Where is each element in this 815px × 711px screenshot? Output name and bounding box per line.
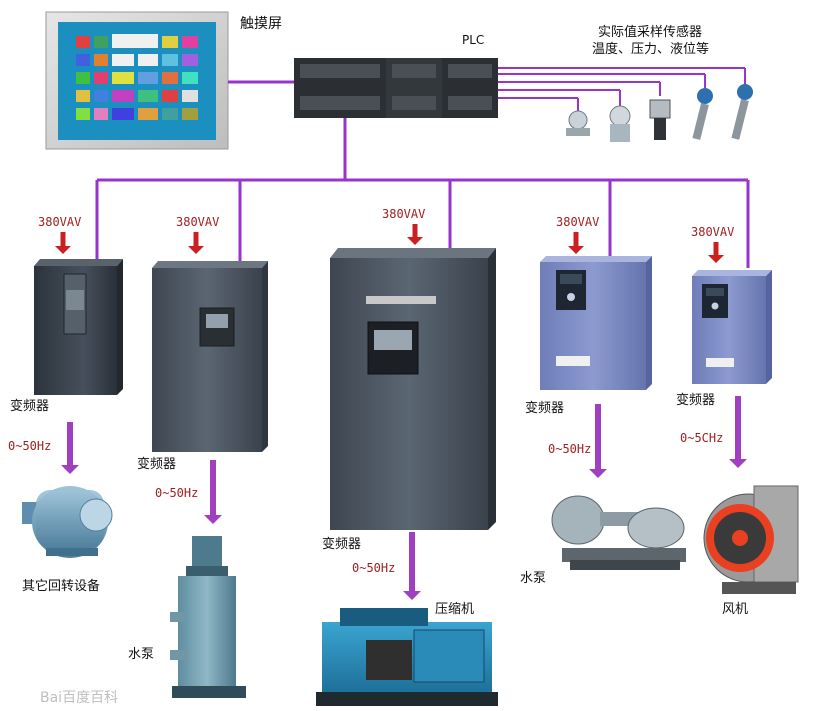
touchscreen-label: 触摸屏 bbox=[240, 16, 282, 32]
bus-lines bbox=[95, 67, 750, 268]
load-2-label: 水泵 bbox=[128, 647, 154, 662]
touchscreen bbox=[45, 11, 229, 150]
drive-5-voltage: 380VAV bbox=[691, 225, 734, 239]
load-arrow-1 bbox=[61, 422, 79, 474]
fan-icon bbox=[703, 485, 799, 594]
voltage-arrow-4 bbox=[568, 232, 584, 254]
drive-3-name: 变频器 bbox=[322, 536, 361, 552]
sensors-label-line2: 温度、压力、液位等 bbox=[592, 41, 709, 57]
sensor-group bbox=[566, 84, 753, 142]
drive-4-name: 变频器 bbox=[525, 400, 564, 416]
vfd-4 bbox=[540, 256, 652, 390]
drive-5-name: 变频器 bbox=[676, 392, 715, 408]
drive-1-voltage: 380VAV bbox=[38, 215, 81, 229]
drive-4-frequency: 0~50Hz bbox=[548, 442, 591, 456]
drive-5-frequency: 0~5CHz bbox=[680, 431, 723, 445]
load-1-label: 其它回转设备 bbox=[22, 578, 100, 594]
drive-2-frequency: 0~50Hz bbox=[155, 486, 198, 500]
sensor-5-icon bbox=[731, 84, 753, 140]
drive-1-frequency: 0~50Hz bbox=[8, 439, 51, 453]
load-3-label: 压缩机 bbox=[435, 601, 474, 617]
watermark: Bai百度百科 bbox=[40, 690, 118, 706]
plc-label: PLC bbox=[462, 33, 484, 47]
drive-3-frequency: 0~50Hz bbox=[352, 561, 395, 575]
voltage-arrow-1 bbox=[55, 232, 71, 254]
load-4-label: 水泵 bbox=[520, 571, 546, 586]
pump-1-icon bbox=[170, 536, 246, 698]
vfd-5 bbox=[692, 270, 772, 384]
motor-icon bbox=[22, 486, 113, 558]
compressor-icon bbox=[316, 608, 498, 706]
drive-2-voltage: 380VAV bbox=[176, 215, 219, 229]
sensor-3-icon bbox=[649, 99, 671, 140]
touchscreen-buttons bbox=[76, 34, 198, 120]
drive-1-name: 变频器 bbox=[10, 398, 49, 414]
drive-3-voltage: 380VAV bbox=[382, 207, 425, 221]
sensor-1-icon bbox=[566, 110, 590, 136]
load-5-label: 风机 bbox=[722, 602, 748, 617]
vfd-1 bbox=[34, 259, 123, 395]
voltage-arrow-3 bbox=[407, 224, 423, 245]
vfd-2 bbox=[152, 261, 268, 452]
sensors-label-line1: 实际值采样传感器 bbox=[598, 24, 702, 40]
arrows bbox=[55, 224, 747, 600]
vfd-3 bbox=[330, 248, 496, 530]
load-arrow-5 bbox=[729, 396, 747, 468]
sensor-4-icon bbox=[692, 88, 713, 140]
load-arrow-4 bbox=[589, 404, 607, 478]
voltage-arrow-2 bbox=[188, 232, 204, 254]
drive-4-voltage: 380VAV bbox=[556, 215, 599, 229]
plc-unit bbox=[294, 58, 498, 118]
load-arrow-3 bbox=[403, 532, 421, 600]
drive-2-name: 变频器 bbox=[137, 456, 176, 472]
sensor-2-icon bbox=[609, 105, 631, 142]
pump-2-icon bbox=[551, 495, 686, 570]
voltage-arrow-5 bbox=[708, 242, 724, 263]
load-arrow-2 bbox=[204, 460, 222, 524]
